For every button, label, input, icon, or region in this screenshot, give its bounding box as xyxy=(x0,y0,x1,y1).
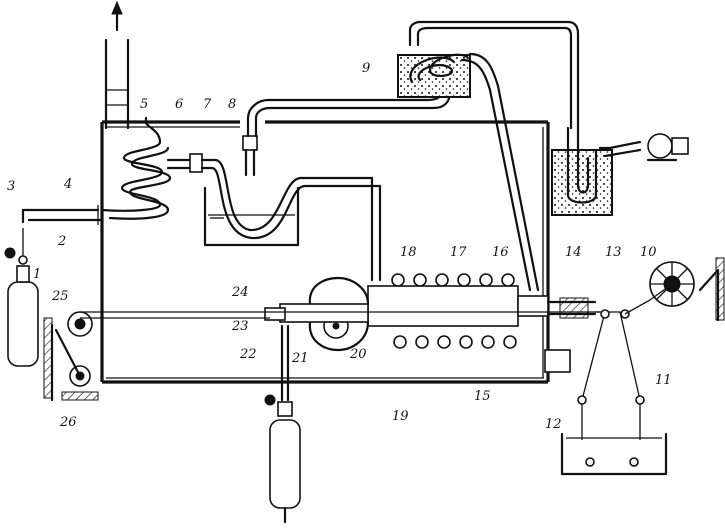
label-17: 17 xyxy=(450,245,467,260)
label-4: 4 xyxy=(63,177,72,192)
label-22: 22 xyxy=(239,347,257,362)
label-23: 23 xyxy=(231,319,249,334)
label-16: 16 xyxy=(492,245,509,260)
valve-8-line xyxy=(242,88,452,177)
evaporator-chamber xyxy=(264,276,370,352)
label-13: 13 xyxy=(605,245,622,260)
label-24: 24 xyxy=(231,285,249,300)
label-11: 11 xyxy=(655,373,672,388)
pump-motor-icon xyxy=(647,133,673,159)
label-5: 5 xyxy=(140,97,148,112)
label-3: 3 xyxy=(7,179,15,194)
heater-elements-bottom xyxy=(393,335,517,349)
dehydration-vessel xyxy=(551,126,689,216)
label-8: 8 xyxy=(228,97,236,112)
feed-spool xyxy=(43,311,600,402)
heater-elements-top xyxy=(391,273,515,287)
pressure-gauge-icon xyxy=(4,247,16,259)
label-18: 18 xyxy=(400,245,417,260)
label-7: 7 xyxy=(203,97,212,112)
gas-cylinder-bottom xyxy=(264,324,301,524)
label-25: 25 xyxy=(51,289,69,304)
exhaust-chimney xyxy=(104,0,130,130)
label-15: 15 xyxy=(474,389,491,404)
label-10: 10 xyxy=(640,245,657,260)
gas-cylinder-left xyxy=(4,205,102,367)
main-furnace-box xyxy=(100,120,571,384)
label-1: 1 xyxy=(33,267,41,282)
pressure-gauge-icon-2 xyxy=(264,394,276,406)
label-12: 12 xyxy=(545,417,562,432)
label-21: 21 xyxy=(291,351,309,366)
reaction-tube xyxy=(367,285,597,327)
cooler-9 xyxy=(397,20,580,292)
label-26: 26 xyxy=(59,415,77,430)
gas-line-to-vessel xyxy=(166,153,382,282)
heating-coil xyxy=(100,116,172,220)
fibre-path-11 xyxy=(577,283,673,467)
label-14: 14 xyxy=(565,245,582,260)
number-labels: 1 2 3 4 5 6 7 8 9 10 11 12 13 14 15 16 1… xyxy=(7,61,672,432)
label-19: 19 xyxy=(392,409,409,424)
exhaust-arrow-icon xyxy=(111,0,123,15)
take-up-reel xyxy=(649,257,725,322)
label-20: 20 xyxy=(349,347,367,362)
label-6: 6 xyxy=(175,97,183,112)
quench-bath-12 xyxy=(560,432,668,476)
cooling-bath xyxy=(203,186,300,247)
label-9: 9 xyxy=(362,61,370,76)
label-2: 2 xyxy=(57,234,66,249)
